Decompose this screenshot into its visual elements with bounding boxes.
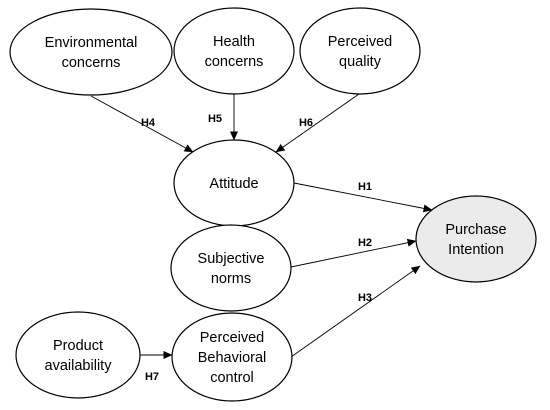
node-attitude: Attitude — [173, 139, 295, 227]
node-environmental-concerns-text-line: concerns — [62, 55, 121, 71]
edge-h2-arrow — [290, 238, 417, 268]
node-perceived-behavioral-control-text-line: control — [210, 370, 254, 386]
node-health-concerns-text-line: Health — [213, 34, 255, 50]
node-purchase-intention-text-line: Purchase — [445, 222, 506, 238]
edge-h6-label: H6 — [299, 117, 313, 129]
edge-h3-label: H3 — [358, 292, 372, 304]
node-perceived-quality-text-line: quality — [339, 54, 382, 70]
node-health-concerns: Health concerns — [173, 7, 295, 95]
node-perceived-behavioral-control-text-line: Perceived — [200, 330, 264, 346]
edge-h2-label: H2 — [358, 237, 372, 249]
node-perceived-quality-text-line: Perceived — [328, 34, 392, 50]
nodes: EnvironmentalconcernsHealthconcernsPerce… — [9, 7, 537, 402]
node-product-availability-ellipse — [15, 311, 141, 399]
node-subjective-norms-ellipse — [170, 224, 292, 312]
node-perceived-behavioral-control-ellipse — [171, 312, 293, 402]
node-product-availability-text-line: availability — [45, 358, 113, 374]
edge-h4-label: H4 — [141, 117, 156, 129]
node-attitude-text-line: Attitude — [209, 176, 258, 192]
edge-h1-arrow — [293, 182, 433, 213]
edge-h6-arrow — [275, 93, 360, 153]
node-product-availability: Product availability — [15, 311, 141, 399]
node-environmental-concerns-ellipse — [9, 8, 173, 96]
node-perceived-behavioral-control-text-line: Behavioral — [198, 350, 267, 366]
node-product-availability-text-line: Product — [53, 338, 103, 354]
node-subjective-norms-text-line: norms — [211, 271, 251, 287]
node-purchase-intention-text-line: Intention — [448, 242, 504, 258]
node-environmental-concerns: Environmental concerns — [9, 8, 173, 96]
node-perceived-quality: Perceived quality — [299, 7, 421, 95]
edge-h1-label: H1 — [358, 181, 372, 193]
edge-h4-arrow — [90, 95, 194, 153]
node-subjective-norms-text-line: Subjective — [198, 251, 265, 267]
node-health-concerns-text-line: concerns — [205, 54, 264, 70]
node-environmental-concerns-text-line: Environmental — [45, 35, 138, 51]
edge-h3-arrow — [290, 265, 421, 358]
edge-h5-label: H5 — [208, 113, 222, 125]
edge-h7-label: H7 — [145, 371, 159, 383]
node-subjective-norms: Subjective norms — [170, 224, 292, 312]
node-perceived-quality-ellipse — [299, 7, 421, 95]
node-health-concerns-ellipse — [173, 7, 295, 95]
node-purchase-intention-ellipse — [415, 195, 537, 283]
